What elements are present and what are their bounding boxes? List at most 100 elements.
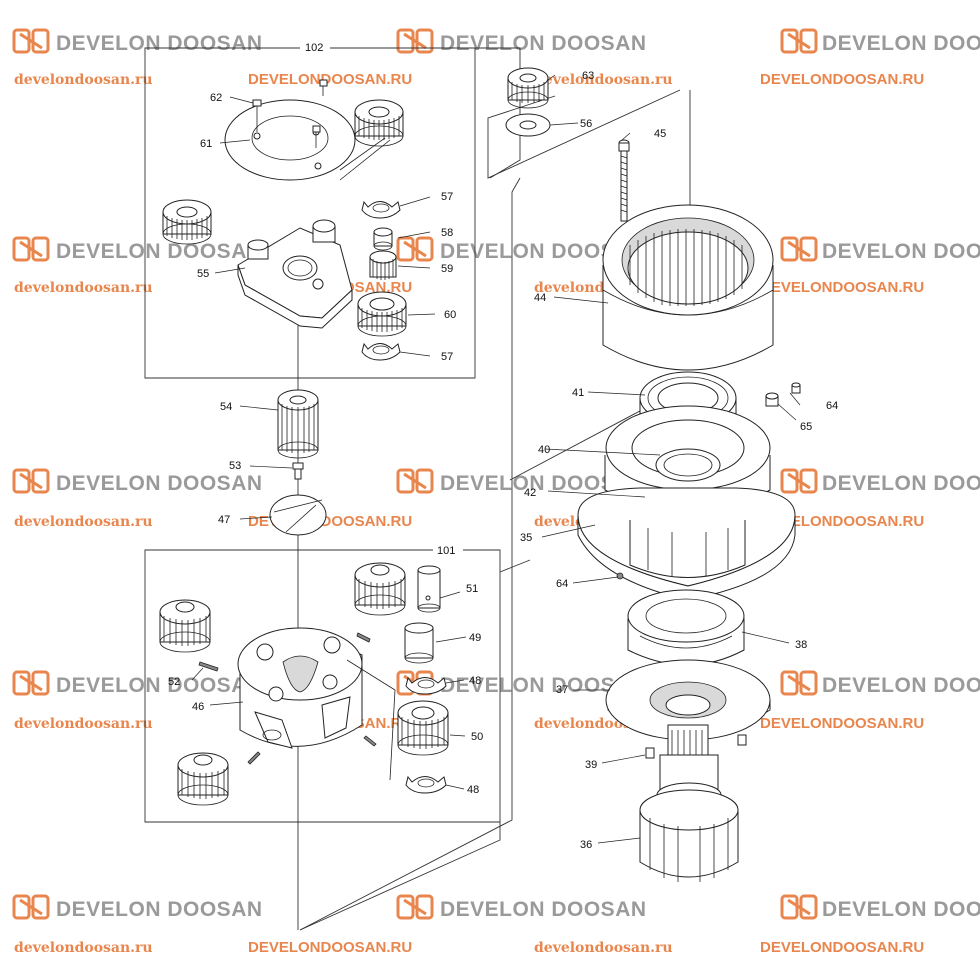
callout-64a: 64 [826, 400, 838, 412]
callout-48b: 48 [467, 784, 479, 796]
watermark-url: DEVELONDOOSAN.RU [760, 71, 924, 88]
callout-53: 53 [229, 460, 241, 472]
watermark-logo: DEVELON DOOSAN [12, 894, 263, 921]
watermark-logo: DEVELON DOOSAN [12, 28, 262, 55]
spacer-washer [361, 200, 401, 219]
callout-46: 46 [192, 701, 204, 713]
callout-63: 63 [582, 70, 594, 82]
callout-39: 39 [585, 759, 597, 771]
thrust-washer-56 [505, 113, 551, 137]
callout-65: 65 [800, 421, 812, 433]
plug-65 [765, 392, 779, 407]
needle-bearing [369, 250, 397, 280]
watermark-brand: DEVELON DOOSAN [440, 472, 647, 495]
watermark-brand: DEVELON DOOSAN [822, 472, 980, 495]
callout-56: 56 [580, 118, 592, 130]
callout-52: 52 [168, 676, 180, 688]
watermark-brand: DEVELON DOOSAN [822, 32, 980, 55]
bearing-38 [627, 589, 745, 666]
upper-carrier-assembly [162, 79, 407, 361]
spring-pin [247, 751, 261, 765]
callout-57a: 57 [441, 191, 453, 203]
callout-64b: 64 [556, 578, 568, 590]
callout-45: 45 [654, 128, 666, 140]
watermark-logo: DEVELON DOOSAN [396, 894, 646, 921]
callout-40: 40 [538, 444, 550, 456]
carrier-plate [224, 99, 356, 181]
callout-36: 36 [580, 839, 592, 851]
watermark-url: develondoosan.ru [14, 514, 153, 530]
leader-lines [191, 74, 801, 844]
watermark-url: develondoosan.ru [14, 72, 153, 88]
planet-gear [354, 562, 406, 616]
watermark-url: develondoosan.ru [534, 72, 673, 88]
planet-gear [162, 199, 212, 245]
callout-35: 35 [520, 532, 532, 544]
bolt-53 [292, 462, 304, 480]
callout-59: 59 [441, 263, 453, 275]
watermark-logo: DEVELON DOOSAN [12, 236, 263, 263]
planet-gear-60 [357, 291, 407, 337]
watermark-brand: DEVELON DOOSAN [822, 240, 980, 263]
watermark-brand: DEVELON DOOSAN [56, 240, 263, 263]
watermark-logo: DEVELON DOOSAN [780, 670, 980, 697]
planet-gear-50 [397, 700, 449, 756]
watermark-logo: DEVELON DOOSAN [396, 28, 647, 55]
spacer-washer [405, 775, 447, 794]
bolt-39 [737, 734, 747, 746]
watermark-logo: DEVELON DOOSAN [396, 236, 647, 263]
screw [319, 79, 328, 96]
watermark-brand: DEVELON DOOSAN [56, 472, 263, 495]
label-group-102: 102 [305, 42, 323, 54]
watermark-logo: DEVELON DOOSAN [396, 670, 647, 697]
watermark-logo: DEVELON DOOSAN [780, 468, 980, 495]
spacer-washer [405, 676, 447, 695]
lower-carrier-assembly [159, 562, 449, 806]
spacer-washer [361, 342, 401, 361]
screw [312, 125, 321, 148]
callout-41: 41 [572, 387, 584, 399]
watermark-url: DEVELONDOOSAN.RU [248, 71, 412, 88]
callout-58: 58 [441, 227, 453, 239]
pin-51 [417, 565, 441, 613]
thrust-plate-47 [269, 494, 327, 536]
watermark-brand: DEVELON DOOSAN [822, 674, 980, 697]
watermark-url: develondoosan.ru [534, 940, 673, 956]
watermark-logo: DEVELON DOOSAN [780, 894, 980, 921]
watermark-logo: DEVELON DOOSAN [780, 28, 980, 55]
callout-62: 62 [210, 92, 222, 104]
watermark-brand: DEVELON DOOSAN [56, 674, 263, 697]
bolt-39 [645, 747, 655, 759]
watermark-url: DEVELONDOOSAN.RU [760, 939, 924, 956]
callout-55: 55 [197, 268, 209, 280]
callout-51: 51 [466, 583, 478, 595]
cover-plate-37 [605, 659, 771, 741]
callout-49: 49 [469, 632, 481, 644]
bushing-49 [404, 622, 434, 664]
spring-pin [198, 661, 219, 672]
callout-42: 42 [524, 487, 536, 499]
callout-44: 44 [534, 292, 546, 304]
bolt-45 [618, 139, 630, 222]
watermark-url: develondoosan.ru [14, 280, 153, 296]
watermark-brand: DEVELON DOOSAN [440, 240, 647, 263]
watermark-url: develondoosan.ru [14, 716, 153, 732]
watermark-brand: DEVELON DOOSAN [822, 898, 980, 921]
callout-labels: 102 101 62 61 55 63 56 45 57 58 59 60 57… [168, 40, 838, 851]
watermark-url: DEVELONDOOSAN.RU [760, 715, 924, 732]
watermark-brand: DEVELON DOOSAN [440, 674, 647, 697]
watermark-logo: DEVELON DOOSAN [12, 670, 263, 697]
pinion-shaft-36 [639, 724, 739, 882]
spring-pin [363, 735, 377, 747]
callout-54: 54 [220, 401, 232, 413]
watermark-brand: DEVELON DOOSAN [56, 898, 263, 921]
callout-61: 61 [200, 138, 212, 150]
planet-gear [177, 752, 229, 806]
sun-gear-63 [507, 67, 549, 109]
callout-38: 38 [795, 639, 807, 651]
watermark-brand: DEVELON DOOSAN [440, 32, 647, 55]
planet-gear [159, 599, 211, 653]
sun-gear-54 [277, 389, 319, 459]
carrier-46 [237, 627, 363, 749]
watermark-url: DEVELONDOOSAN.RU [760, 513, 924, 530]
